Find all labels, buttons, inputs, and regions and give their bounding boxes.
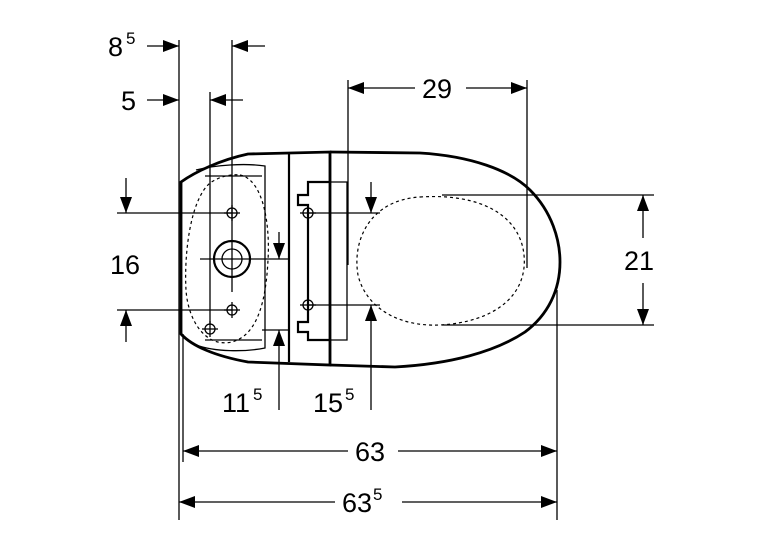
dim-11-5-label: 11	[222, 388, 250, 418]
dim-29: 29	[348, 74, 527, 104]
dim-21: 21	[442, 194, 654, 326]
dim-63-label: 63	[355, 437, 385, 467]
dim-63-5-sup: 5	[373, 485, 382, 504]
outlet-circle	[200, 226, 290, 292]
dim-8-5: 8 5	[108, 29, 265, 520]
dim-21-label: 21	[624, 246, 654, 276]
dim-16: 16	[110, 178, 232, 342]
dim-8-5-label: 8	[108, 32, 123, 62]
dim-5-label: 5	[121, 86, 136, 116]
toilet-body	[179, 150, 562, 369]
dim-11-5: 11 5	[222, 232, 290, 418]
dim-15-5-label: 15	[313, 388, 343, 418]
dim-11-5-sup: 5	[253, 385, 262, 404]
bowl-inner-oval	[347, 80, 528, 326]
dim-63-5-label: 63	[342, 488, 372, 518]
dim-29-label: 29	[422, 74, 452, 104]
dim-15-5: 15 5	[308, 182, 380, 418]
dim-63-5: 63 5	[179, 485, 557, 518]
dim-63: 63	[182, 290, 558, 520]
dim-8-5-sup: 5	[126, 29, 135, 48]
dim-16-label: 16	[110, 250, 140, 280]
cistern-inner	[185, 163, 269, 352]
dim-5: 5	[121, 86, 243, 325]
dim-15-5-sup: 5	[345, 385, 354, 404]
